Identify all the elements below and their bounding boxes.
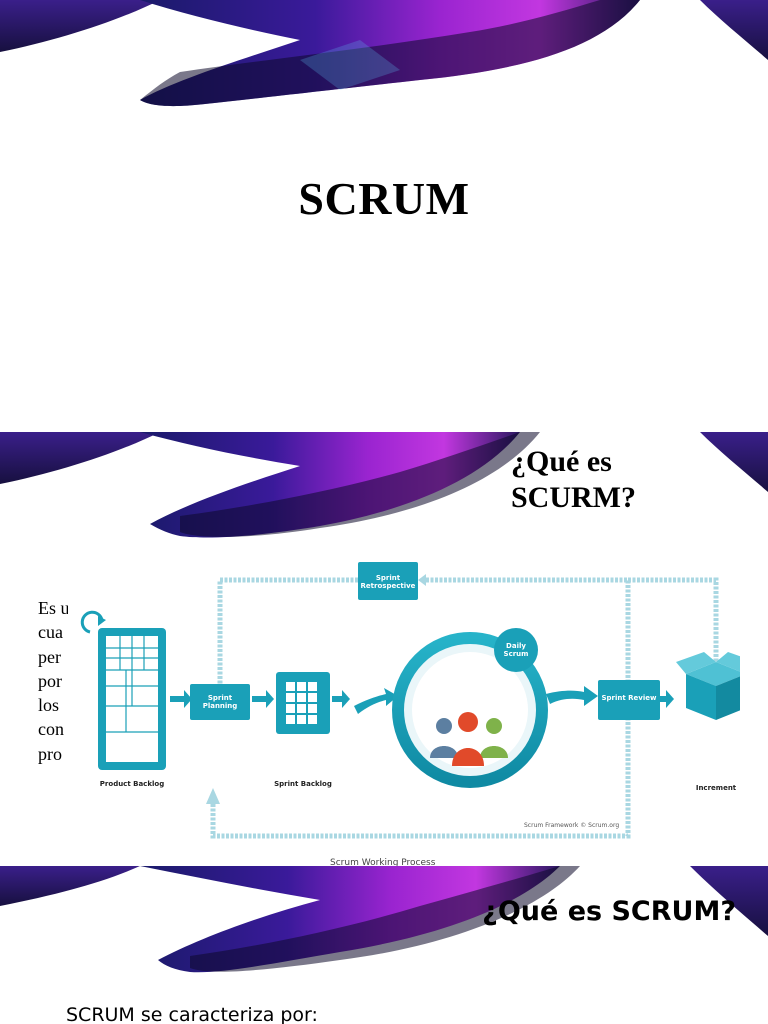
slide-body-text: Es u cua per por los con pro bbox=[38, 596, 70, 766]
body-line: por bbox=[38, 670, 62, 691]
sprint-planning-label: Sprint Planning bbox=[202, 694, 238, 710]
slide-3: ¿Qué es SCRUM? SCRUM se caracteriza por: bbox=[0, 866, 768, 1024]
decorative-wave-banner bbox=[0, 866, 768, 973]
increment-icon bbox=[676, 652, 740, 720]
slide-body-text: SCRUM se caracteriza por: bbox=[66, 1004, 318, 1024]
decorative-wave-banner bbox=[0, 0, 768, 107]
body-line: los bbox=[38, 695, 60, 716]
body-line: pro bbox=[38, 743, 62, 764]
slide-title: ¿Qué es SCURM? bbox=[511, 444, 751, 516]
diagram-caption: Scrum Working Process bbox=[330, 858, 436, 866]
body-line: con bbox=[38, 719, 64, 740]
sprint-review-label: Sprint Review bbox=[601, 694, 657, 702]
sprint-planning-box bbox=[190, 684, 250, 720]
daily-scrum-label: Daily Scrum bbox=[503, 642, 529, 658]
product-backlog-icon bbox=[80, 610, 166, 770]
sprint-backlog-icon bbox=[276, 672, 330, 734]
increment-label: Increment bbox=[695, 784, 737, 792]
sprint-review-box bbox=[598, 680, 660, 720]
daily-scrum-circle bbox=[494, 628, 538, 672]
slide-title: ¿Qué es SCRUM? bbox=[482, 896, 736, 927]
sprint-backlog-label: Sprint Backlog bbox=[274, 780, 332, 788]
scrum-framework-diagram: Sprint Retrospective Daily Scrum Sprint … bbox=[68, 544, 740, 864]
diagram-graphics bbox=[80, 562, 740, 839]
diagram-credit: Scrum Framework © Scrum.org bbox=[524, 822, 620, 829]
scrum-team-ring bbox=[392, 632, 548, 788]
slide-2: ¿Qué es SCURM? Es u cua per por los con … bbox=[0, 432, 768, 866]
sprint-retrospective-label: Sprint Retrospective bbox=[360, 574, 416, 590]
slide-1: SCRUM bbox=[0, 0, 768, 432]
decorative-wave-banner bbox=[0, 432, 768, 538]
body-line: per bbox=[38, 646, 61, 667]
loop-arrowhead-up bbox=[206, 788, 220, 804]
slide-title-line-2: SCURM? bbox=[511, 481, 636, 514]
product-backlog-label: Product Backlog bbox=[99, 780, 165, 788]
body-line: cua bbox=[38, 622, 63, 643]
slide-title-line-1: ¿Qué es bbox=[511, 445, 612, 478]
process-arrows bbox=[170, 686, 674, 714]
slide-title: SCRUM bbox=[298, 173, 470, 224]
scrum-team-people-icon bbox=[430, 712, 508, 766]
sprint-retrospective-box bbox=[358, 562, 418, 600]
body-line: Es u bbox=[38, 598, 70, 618]
loop-arrowhead-left bbox=[418, 574, 426, 586]
